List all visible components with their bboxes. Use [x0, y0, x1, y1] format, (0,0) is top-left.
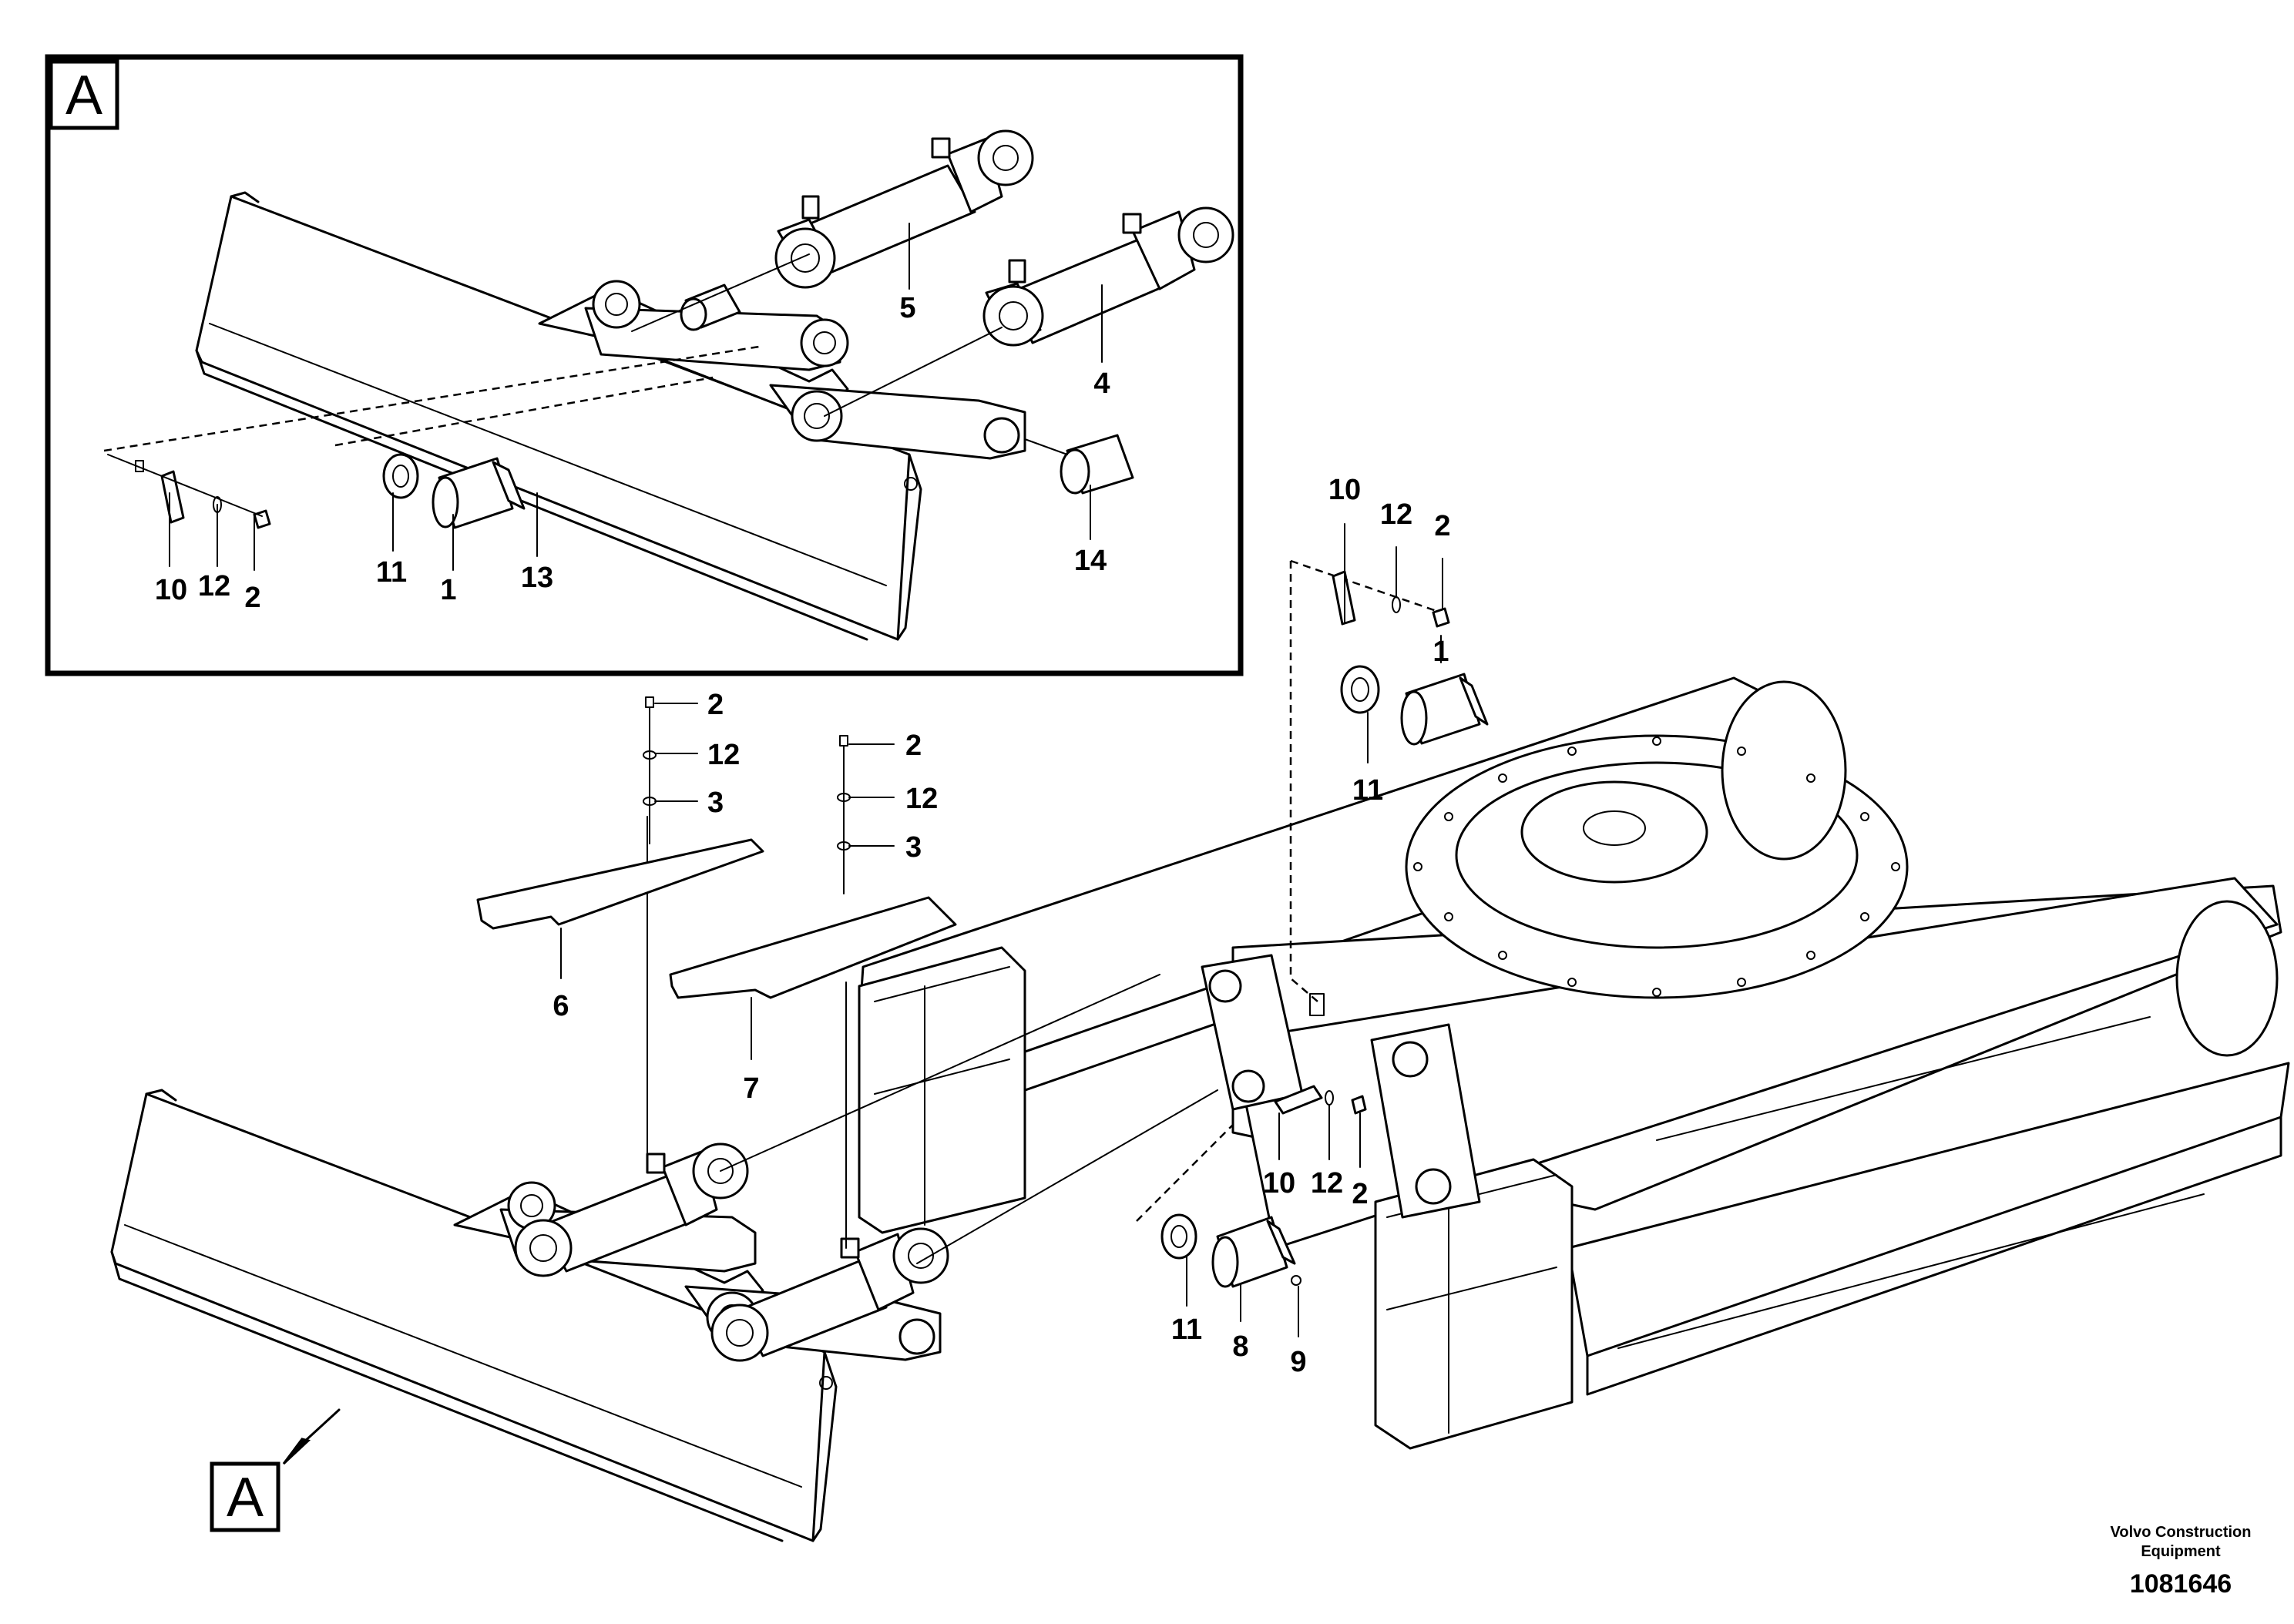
callout-13: 13	[521, 562, 553, 594]
brand-line-1: Volvo Construction	[2111, 1524, 2252, 1541]
detail-frame	[45, 54, 1244, 676]
detail-dash-line-1	[103, 345, 760, 452]
detail-view-a: A	[45, 54, 1244, 676]
link-line-2	[916, 1089, 1218, 1264]
detail-letter-box	[49, 59, 119, 130]
detail-fastener-axis	[107, 454, 263, 517]
link-line-1	[720, 974, 1160, 1172]
callout-pin-10: 10	[1263, 1167, 1295, 1200]
callout-top-1: 1	[1432, 636, 1449, 668]
callout-11: 11	[376, 556, 407, 589]
callout-right-2: 2	[905, 730, 922, 762]
callout-top-12: 12	[1380, 498, 1412, 531]
detail-cylinder-4	[824, 206, 1234, 417]
callout-5: 5	[899, 292, 915, 324]
ring-bolt-holes	[1413, 737, 1900, 997]
callout-right-12: 12	[905, 783, 938, 815]
callout-top-10: 10	[1328, 474, 1361, 506]
main-view-letter: A	[227, 1467, 264, 1528]
callout-pin-9: 9	[1290, 1346, 1306, 1378]
callout-top-2: 2	[1434, 510, 1450, 542]
callout-left-12: 12	[707, 739, 740, 771]
view-a-pointer: A	[210, 1408, 341, 1532]
callout-pin-11: 11	[1171, 1314, 1202, 1346]
callout-12: 12	[198, 570, 230, 602]
detail-view-letter: A	[65, 65, 102, 126]
callout-left-2: 2	[707, 689, 724, 721]
fastener-stack-left	[643, 696, 698, 844]
fastener-stack-right	[837, 735, 895, 894]
lower-pin-assembly	[1136, 1085, 1367, 1337]
callout-2: 2	[244, 582, 260, 614]
callout-14: 14	[1074, 545, 1107, 577]
callout-top-11: 11	[1352, 774, 1383, 807]
main-cylinder-right	[710, 1227, 949, 1362]
detail-pin-assembly	[382, 453, 526, 529]
callout-plate-7: 7	[743, 1072, 759, 1105]
undercarriage-frame	[858, 676, 2290, 1450]
callout-pin-12: 12	[1311, 1167, 1343, 1200]
callout-1: 1	[440, 574, 456, 606]
detail-cylinder-5	[631, 129, 1034, 332]
upper-pin-assembly	[1289, 523, 1489, 1016]
detail-leaders	[169, 223, 1103, 571]
callout-plate-6: 6	[553, 990, 569, 1022]
callout-10: 10	[155, 574, 187, 606]
callout-right-3: 3	[905, 831, 922, 864]
detail-dash-line-2	[334, 376, 714, 447]
detail-fasteners	[135, 460, 271, 529]
cover-plate-7	[669, 896, 957, 999]
brand-line-2: Equipment	[2141, 1543, 2221, 1560]
callout-4: 4	[1093, 367, 1110, 400]
footer: Volvo Construction Equipment 1081646	[2111, 1524, 2252, 1599]
detail-bushing-14	[1024, 434, 1134, 495]
main-cylinder-left	[514, 1143, 749, 1277]
callout-left-3: 3	[707, 787, 724, 819]
detail-dozer-blade	[195, 191, 922, 641]
drawing-number: 1081646	[2130, 1569, 2232, 1599]
callout-pin-8: 8	[1232, 1330, 1248, 1363]
main-assembly: A 10 12 2 1 11 2 12 3 2 12 3 6 7 10 12 2…	[110, 474, 2290, 1542]
callout-pin-2: 2	[1352, 1178, 1368, 1210]
detail-push-arms	[538, 280, 1026, 460]
cover-plate-6	[476, 838, 764, 930]
